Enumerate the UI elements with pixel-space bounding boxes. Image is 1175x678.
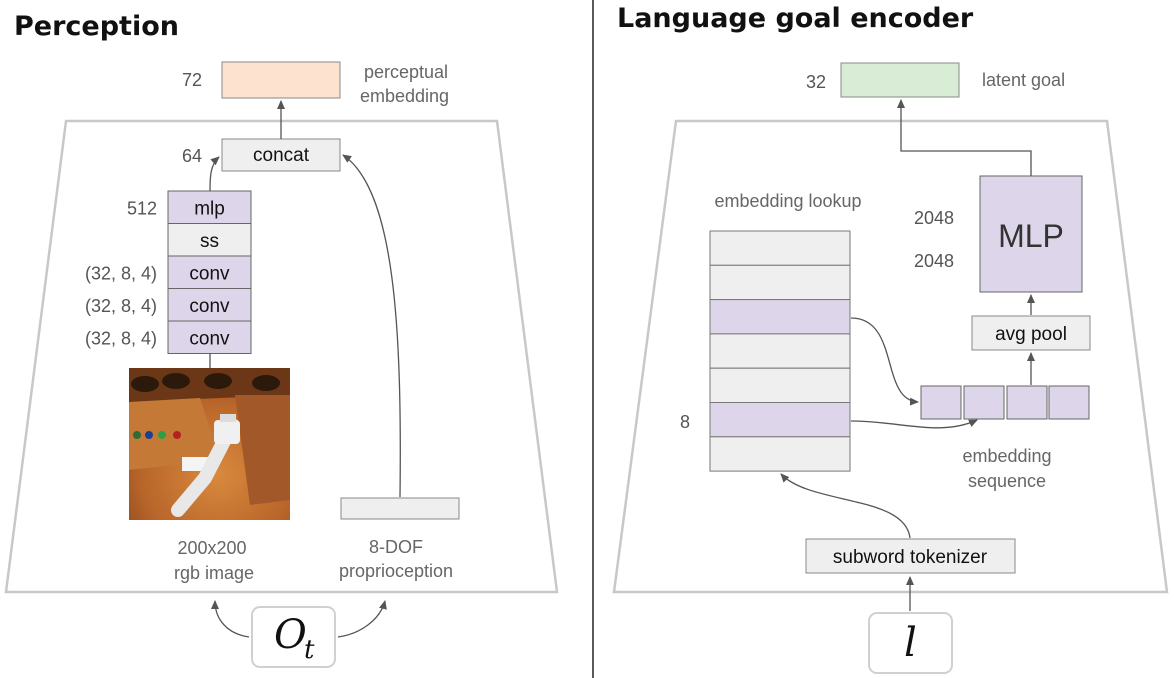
observation-subscript: t: [304, 635, 315, 665]
mlp-to-goal-arrow: [897, 99, 1032, 176]
stack-layer-label: ss: [200, 231, 219, 252]
sequence-label-1: embedding: [962, 446, 1051, 466]
stack-layer-label: conv: [189, 328, 230, 349]
stack-layer-dim: (32, 8, 4): [85, 296, 157, 316]
perception-title: Perception: [14, 11, 179, 42]
concat-label: concat: [253, 145, 310, 166]
latent-goal-label: latent goal: [982, 70, 1065, 90]
subword-tokenizer-label: subword tokenizer: [833, 547, 988, 568]
proprioception-box: [340, 497, 460, 520]
mlp-box: [979, 175, 1083, 293]
latent-goal-dim: 32: [806, 72, 826, 92]
proprioception-label-1: 8-DOF: [369, 537, 423, 557]
lookup-row: [709, 402, 851, 438]
observation-to-image-arrow: [211, 600, 250, 638]
lookup-row-to-sequence-arrow-1: [850, 317, 919, 406]
lookup-row: [709, 299, 851, 335]
tokenizer-to-lookup-arrow: [780, 473, 911, 539]
avg-pool-label: avg pool: [995, 324, 1067, 345]
perception-encoder-frame: [4, 119, 559, 594]
instruction-input-box: [868, 612, 953, 674]
stack-layer-label: mlp: [194, 198, 225, 219]
sequence-cell: [963, 385, 1005, 420]
observation-symbol: O: [274, 612, 307, 658]
lookup-row-to-sequence-arrow-2: [850, 419, 978, 429]
rgb-image: [129, 368, 290, 520]
lookup-row: [709, 367, 851, 404]
latent-goal-box: [840, 62, 960, 98]
embedding-lookup-label: embedding lookup: [714, 191, 861, 211]
perceptual-embedding-dim: 72: [182, 70, 202, 90]
lookup-row: [709, 333, 851, 369]
sequence-label-2: sequence: [968, 471, 1046, 491]
sequence-cell: [1006, 385, 1048, 420]
stack-layer-box: [167, 223, 252, 257]
subword-tokenizer-box: [805, 538, 1016, 574]
concat-box: [221, 138, 341, 172]
stack-layer-box: [167, 255, 252, 289]
lookup-row: [709, 230, 851, 266]
stack-layer-dim: 512: [127, 198, 157, 218]
avg-pool-box: [971, 315, 1091, 351]
lookup-row: [709, 264, 851, 301]
lookup-row: [709, 436, 851, 472]
perceptual-embedding-box: [221, 61, 341, 99]
language-title: Language goal encoder: [617, 3, 974, 34]
instruction-symbol: l: [904, 620, 917, 666]
concat-dim: 64: [182, 146, 202, 166]
observation-to-proprio-arrow: [337, 600, 387, 638]
image-label-2: rgb image: [174, 563, 254, 583]
stack-layer-box: [167, 288, 252, 322]
sequence-cell: [1048, 385, 1090, 420]
stack-layer-label: conv: [189, 296, 230, 317]
stack-layer-dim: (32, 8, 4): [85, 328, 157, 348]
language-encoder-frame: [612, 119, 1169, 594]
observation-input-box: [251, 606, 336, 668]
lookup-dim: 8: [680, 412, 690, 432]
stack-to-concat-arrow: [209, 156, 220, 192]
stack-layer-box: [167, 320, 252, 354]
proprioception-to-concat-arrow: [342, 154, 401, 498]
embedding-sequence: [920, 385, 1090, 420]
perceptual-embedding-label-1: perceptual: [364, 62, 448, 82]
image-label-1: 200x200: [177, 538, 246, 558]
perception-layer-stack: mlp 512 ss conv (32, 8, 4) conv (32, 8, 4) conv…: [85, 190, 252, 354]
sequence-cell: [920, 385, 962, 420]
mlp-label: MLP: [998, 218, 1064, 254]
embedding-lookup-table: [709, 230, 851, 472]
mlp-dim-2: 2048: [914, 251, 954, 271]
mlp-dim-1: 2048: [914, 208, 954, 228]
perceptual-embedding-label-2: embedding: [360, 86, 449, 106]
proprioception-label-2: proprioception: [339, 561, 453, 581]
stack-layer-dim: (32, 8, 4): [85, 263, 157, 283]
stack-layer-label: conv: [189, 263, 230, 284]
